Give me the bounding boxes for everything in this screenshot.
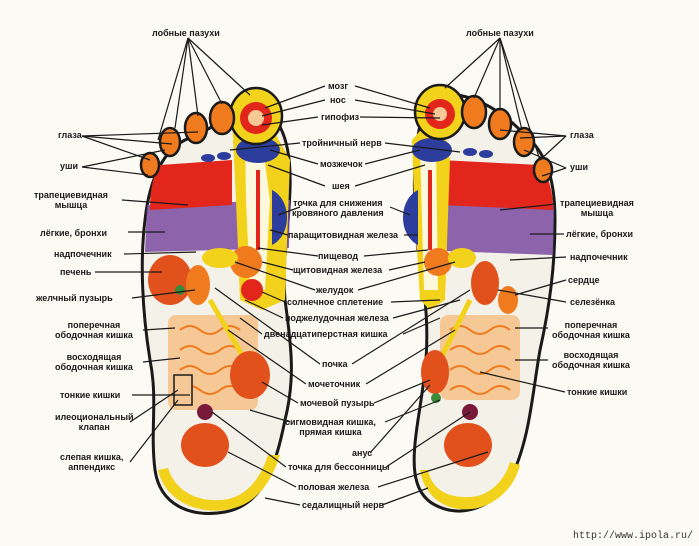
label-eyes-right: глаза: [570, 130, 594, 140]
label-trapezius-left-line1: трапециевидная: [34, 190, 108, 200]
left-thyroid: [230, 246, 262, 278]
label-duodenum: двенадцатиперстная кишка: [264, 329, 388, 339]
label-trapezius-left-line2: мышца: [54, 200, 88, 210]
label-frontal-sinuses-right: лобные пазухи: [466, 28, 534, 38]
right-foot: [403, 83, 557, 513]
label-neck: шея: [332, 181, 350, 191]
label-trapezius-right: трапециевидная мышца: [560, 198, 634, 218]
label-ears-left: уши: [60, 161, 79, 171]
label-nose: нос: [330, 95, 346, 105]
right-stomach: [448, 248, 476, 268]
right-intestines: [440, 315, 520, 400]
label-lungs-left: лёгкие, бронхи: [40, 228, 108, 238]
label-insomnia-point: точка для бессонницы: [288, 462, 390, 472]
label-bp-point-line1: точка для снижения: [293, 198, 383, 208]
label-sigmoid-line1: сигмовидная кишка,: [285, 417, 376, 427]
label-ascending-left: восходящая ободочная кишка: [55, 352, 133, 372]
right-purple-band: [415, 200, 554, 255]
right-thyroid: [424, 248, 452, 276]
label-transverse-right: поперечная ободочная кишка: [552, 320, 630, 340]
label-trapezius-right-line1: трапециевидная: [560, 198, 634, 208]
label-cecum-line2: аппендикс: [68, 462, 116, 472]
label-gonad: половая железа: [298, 482, 370, 492]
label-ascending-right-line2: ободочная кишка: [552, 360, 630, 370]
label-anus: анус: [352, 448, 373, 458]
label-cerebellum: мозжечок: [320, 159, 363, 169]
label-ascending-left-line1: восходящая: [66, 352, 122, 362]
right-cerebellum: [412, 138, 452, 162]
label-sigmoid-line2: прямая кишка: [299, 427, 362, 437]
left-gallbladder: [186, 265, 210, 305]
label-eyes-left: глаза: [58, 130, 82, 140]
right-bladder: [421, 350, 449, 394]
label-transverse-left: поперечная ободочная кишка: [55, 320, 133, 340]
label-ileocecal-line2: клапан: [78, 422, 110, 432]
label-cecum-line1: слепая кишка,: [60, 452, 124, 462]
label-solar-plexus: солнечное сплетение: [287, 297, 384, 307]
left-solar: [241, 279, 263, 301]
label-trapezius-right-line2: мышца: [580, 208, 614, 218]
left-red-zone: [150, 160, 232, 210]
label-transverse-left-line2: ободочная кишка: [55, 330, 133, 340]
label-heart: сердце: [568, 275, 600, 285]
label-pituitary: гипофиз: [321, 112, 360, 122]
label-trapezius-left: трапециевидная мышца: [34, 190, 108, 210]
label-bladder: мочевой пузырь: [300, 398, 375, 408]
watermark: http://www.ipola.ru/: [572, 531, 693, 542]
label-small-intestine-right: тонкие кишки: [567, 387, 628, 397]
left-liver: [148, 255, 192, 305]
label-ureter: мочеточник: [308, 379, 361, 389]
label-ascending-right-line1: восходящая: [563, 350, 619, 360]
right-red-zone: [440, 160, 553, 210]
left-stomach: [202, 248, 238, 268]
label-pancreas: поджелудочная железа: [285, 313, 389, 323]
label-ears-right: уши: [570, 162, 589, 172]
left-heel-yellow: [158, 455, 280, 511]
label-frontal-sinuses-left: лобные пазухи: [152, 28, 220, 38]
label-transverse-left-line1: поперечная: [67, 320, 121, 330]
right-spleen: [471, 261, 499, 305]
label-ascending-left-line2: ободочная кишка: [55, 362, 133, 372]
label-sciatic-nerve: седалищный нерв: [302, 500, 385, 510]
label-transverse-right-line2: ободочная кишка: [552, 330, 630, 340]
left-bladder: [230, 351, 270, 399]
label-cecum: слепая кишка, аппендикс: [60, 452, 123, 472]
label-bp-point: точка для снижения кровяного давления: [292, 198, 384, 218]
label-lungs-right: лёгкие, бронхи: [566, 229, 634, 239]
label-ileocecal-line1: илеоциональный: [55, 412, 134, 422]
label-sigmoid: сигмовидная кишка, прямая кишка: [285, 417, 376, 437]
leader-lines: [81, 37, 567, 506]
right-heel-yellow: [420, 462, 520, 510]
label-gallbladder: желчный пузырь: [36, 293, 113, 303]
label-adrenal-left: надпочечник: [54, 249, 112, 259]
label-parathyroid: паращитовидная железа: [288, 230, 399, 240]
label-kidney: почка: [322, 359, 348, 369]
left-heel-circle: [181, 423, 229, 467]
label-adrenal-right: надпочечник: [570, 252, 628, 262]
label-ascending-right: восходящая ободочная кишка: [552, 350, 630, 370]
left-foot: [139, 86, 293, 515]
label-transverse-right-line1: поперечная: [564, 320, 618, 330]
label-stomach: желудок: [316, 285, 354, 295]
label-trigeminal: тройничный нерв: [302, 138, 382, 148]
label-bp-point-line2: кровяного давления: [292, 208, 384, 218]
label-small-intestine-left: тонкие кишки: [60, 390, 121, 400]
right-heel-circle: [444, 423, 492, 467]
label-esophagus: пищевод: [318, 251, 359, 261]
label-spleen: селезёнка: [570, 297, 616, 307]
label-liver: печень: [60, 267, 92, 277]
label-brain: мозг: [328, 81, 349, 91]
label-thyroid: щитовидная железа: [293, 265, 383, 275]
label-ileocecal-valve: илеоциональный клапан: [55, 412, 134, 432]
